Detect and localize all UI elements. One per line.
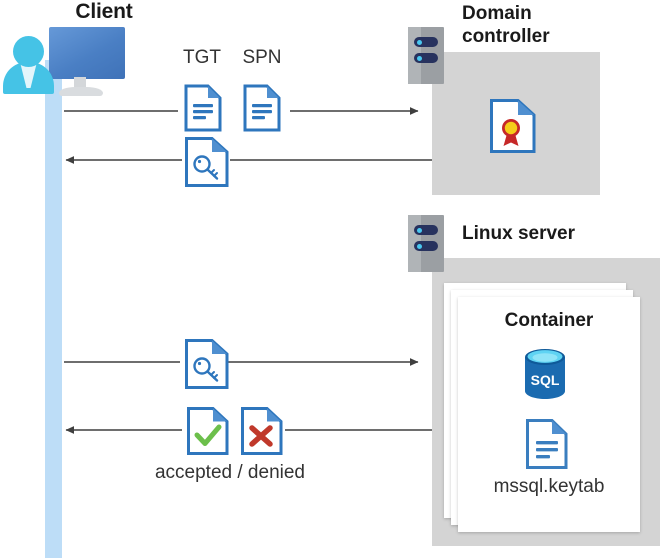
sql-database-icon: SQL [524, 348, 566, 400]
service-ticket-key-document-icon [184, 338, 230, 395]
domain-controller-title: Domain controller [462, 2, 652, 48]
keytab-label: mssql.keytab [493, 476, 605, 497]
tgt-label: TGT [183, 47, 221, 68]
person-head [13, 36, 44, 67]
accepted-denied-label: accepted / denied [154, 462, 305, 483]
monitor-screen [49, 27, 125, 79]
service-ticket-key-document-icon [184, 136, 230, 193]
container-card-front [458, 297, 640, 532]
accepted-check-document-icon [186, 406, 230, 461]
user-with-monitor-icon [0, 0, 140, 100]
domain-controller-title-line1: Domain [462, 3, 532, 24]
server-rack-icon [408, 27, 444, 84]
spn-document-icon [243, 84, 281, 137]
tgt-document-icon [184, 84, 222, 137]
keytab-document-icon [525, 418, 569, 475]
domain-controller-title-line2: controller [462, 26, 550, 47]
spn-label: SPN [242, 47, 282, 68]
client-title: Client [75, 0, 133, 23]
svg-text:SQL: SQL [531, 372, 560, 388]
server-rack-icon [408, 215, 444, 272]
certificate-document-icon [489, 98, 537, 159]
client-lifeline [45, 60, 62, 558]
container-title: Container [504, 310, 594, 331]
linux-server-title: Linux server [462, 223, 575, 244]
monitor-base [59, 87, 103, 96]
denied-cross-document-icon [240, 406, 284, 461]
